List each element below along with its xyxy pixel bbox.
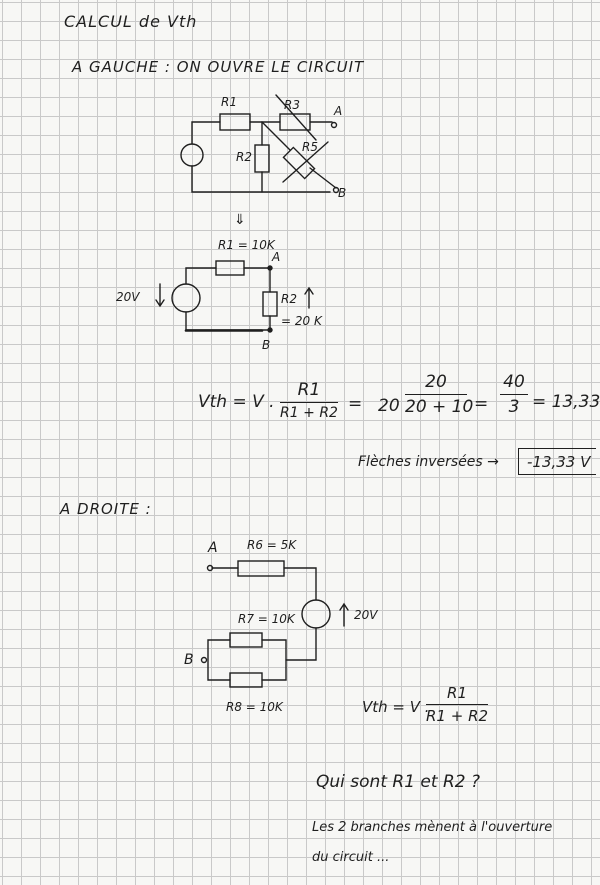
equals-2: = [474, 394, 489, 414]
closing-text-line-1: Les 2 branches mènent à l'ouverture [312, 820, 553, 835]
fraction-3-num: 40 [503, 372, 525, 392]
boxed-result: -13,33 V [518, 448, 597, 475]
c2-b-label: B [262, 338, 271, 352]
closing-text-line-2: du circuit ... [312, 850, 390, 865]
c2-r2-value: = 20 K [281, 314, 322, 328]
fraction-2-num: 20 [425, 372, 447, 392]
right-heading: A DROITE : [60, 500, 152, 518]
c1-r5-label: R5 [302, 140, 318, 154]
c1-b-label: B [338, 186, 347, 200]
right-vth-fraction-den: R1 + R2 [426, 707, 489, 725]
page-title: CALCUL de Vth [64, 12, 198, 31]
c3-r7-label: R7 = 10K [238, 612, 295, 626]
c3-source-label: 20V [354, 608, 378, 622]
c2-a-label: A [272, 250, 281, 264]
c3-r6-label: R6 = 5K [247, 538, 297, 552]
vth-fraction-den: R1 + R2 [280, 405, 338, 421]
c1-r1-label: R1 [221, 95, 237, 109]
left-heading: A GAUCHE : ON OUVRE LE CIRCUIT [72, 58, 365, 76]
c1-r2-label: R2 [236, 150, 252, 164]
vth-formula-lhs: Vth = V . [198, 392, 275, 412]
coefficient: 20 [378, 396, 400, 416]
c3-r8-label: R8 = 10K [226, 700, 283, 714]
fraction-2-den: 20 + 10 [405, 397, 474, 417]
right-vth-formula-lhs: Vth = V . [362, 698, 430, 716]
c1-a-label: A [334, 104, 343, 118]
c1-r3-label: R3 [284, 98, 300, 112]
c2-r2-label: R2 [281, 292, 297, 306]
c3-a-label: A [208, 540, 218, 556]
question-text: Qui sont R1 et R2 ? [316, 772, 480, 792]
vth-fraction: R1 R1 + R2 [280, 380, 338, 421]
right-vth-fraction: R1 R1 + R2 [426, 684, 488, 725]
right-vth-fraction-num: R1 [447, 684, 467, 702]
equals-1: = [348, 394, 363, 414]
c3-b-label: B [184, 652, 194, 668]
fraction-3: 40 3 [500, 372, 528, 417]
result-value: = 13,33 [532, 392, 600, 412]
inverted-arrows-note: Flèches inversées → [358, 454, 499, 470]
fraction-2: 20 20 + 10 [405, 372, 474, 417]
vth-fraction-num: R1 [297, 380, 321, 400]
c2-r1-label: R1 = 10K [218, 238, 275, 252]
down-arrow-icon: ⇓ [234, 212, 246, 228]
c2-source-label: 20V [116, 290, 140, 304]
fraction-3-den: 3 [508, 397, 520, 417]
